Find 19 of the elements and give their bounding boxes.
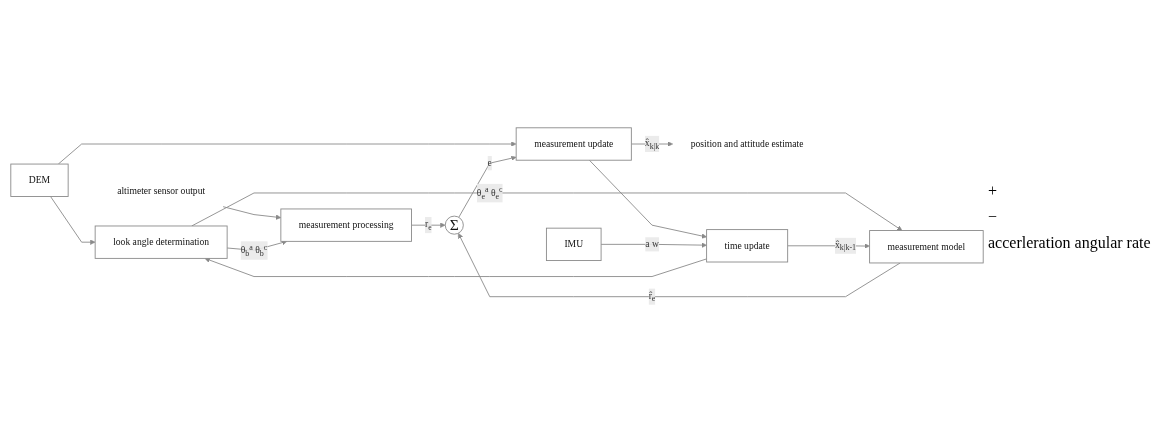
edge-label: a w	[645, 239, 659, 250]
node-box: look angle determination	[94, 225, 228, 259]
note-label: +	[988, 181, 999, 200]
node-box: DEM	[10, 163, 69, 198]
edge-label: x̂$_{k|k}$	[644, 137, 660, 151]
node-text: position and attitude estimate	[690, 138, 804, 149]
node-circle: Σ	[444, 215, 464, 235]
edge-label: e	[487, 157, 492, 169]
node-box: measurement update	[515, 127, 632, 161]
edge-label: r̂$_{e}$	[648, 290, 656, 304]
edge-label: x̂$_{k|k-1}$	[835, 239, 857, 253]
node-box: time update	[706, 229, 789, 263]
node-box: IMU	[545, 227, 602, 262]
node-box: measurement model	[869, 230, 984, 264]
note-label: −	[988, 207, 999, 226]
node-text: altimeter sensor output	[117, 185, 206, 196]
note-label: accerleration angular rate	[988, 233, 1152, 252]
node-box: measurement processing	[280, 208, 412, 242]
edge-label: r$_{e}$	[425, 218, 432, 232]
